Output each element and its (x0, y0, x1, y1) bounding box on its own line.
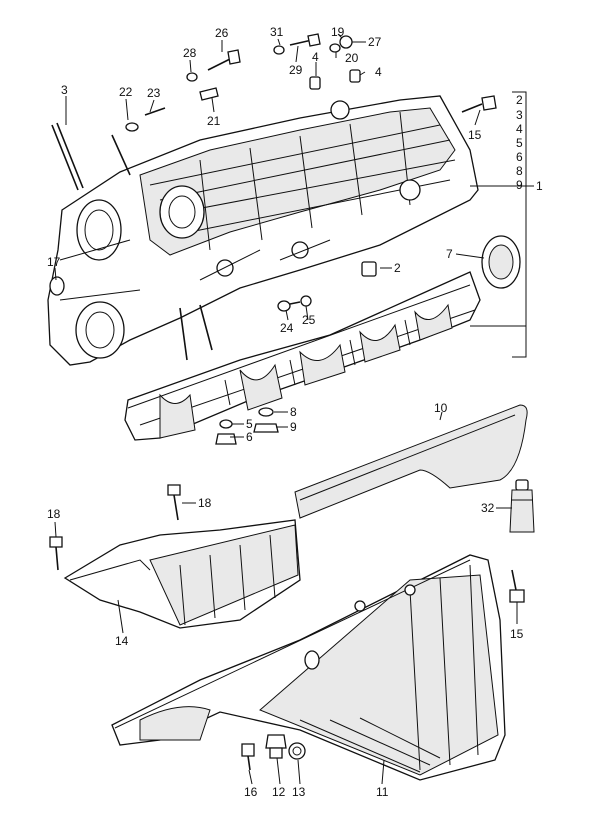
callout-15-lower: 15 (510, 627, 524, 641)
sealant-tube (509, 479, 535, 533)
bracket-item: 4 (516, 122, 523, 136)
leader-lines (54, 33, 518, 785)
callout-20: 20 (345, 51, 359, 65)
oil-pan-baffle (63, 519, 301, 629)
assembly-bracket (470, 91, 534, 358)
callout-21: 21 (207, 114, 221, 128)
callout-17: 17 (47, 255, 61, 269)
callout-13: 13 (292, 785, 306, 799)
pan-gasket (294, 404, 528, 519)
callout-31: 31 (270, 25, 284, 39)
callout-2: 2 (394, 261, 401, 275)
callout-11: 11 (376, 785, 389, 799)
callout-4-right: 4 (375, 65, 382, 79)
callout-8: 8 (290, 405, 297, 419)
callout-1: 1 (536, 179, 543, 193)
callout-3: 3 (61, 83, 68, 97)
callout-18-left: 18 (47, 507, 61, 521)
bracket-item: 9 (516, 178, 523, 192)
callout-7: 7 (446, 247, 453, 261)
callout-32: 32 (481, 501, 495, 515)
bracket-item: 3 (516, 108, 523, 122)
callout-23: 23 (147, 86, 161, 100)
callout-15-upper: 15 (468, 128, 482, 142)
callout-6: 6 (246, 430, 253, 444)
callout-labels: 31 19 27 26 28 20 29 4 4 3 22 23 21 15 1… (47, 25, 543, 799)
bracket-item: 6 (516, 150, 523, 164)
bracket-item: 5 (516, 136, 523, 150)
callout-24: 24 (280, 321, 294, 335)
callout-12: 12 (272, 785, 286, 799)
pan-bolts (49, 484, 181, 571)
callout-22: 22 (119, 85, 133, 99)
bracket-item-list: 2 3 4 5 6 8 9 (516, 93, 523, 192)
top-fasteners (125, 33, 497, 132)
callout-28: 28 (183, 46, 197, 60)
callout-16: 16 (244, 785, 258, 799)
bracket-item: 2 (516, 93, 523, 107)
oil-seal (481, 235, 521, 289)
bearing-bridge (124, 271, 481, 441)
callout-5: 5 (246, 417, 253, 431)
callout-14: 14 (115, 634, 129, 648)
bracket-item: 8 (516, 164, 523, 178)
callout-19: 19 (331, 25, 345, 39)
callout-4-upper: 4 (312, 50, 319, 64)
drain-hardware (241, 569, 525, 771)
callout-10: 10 (434, 401, 448, 415)
callout-29: 29 (289, 63, 303, 77)
callout-25: 25 (302, 313, 316, 327)
callout-26: 26 (215, 26, 229, 40)
callout-9: 9 (290, 420, 297, 434)
crankcase-upper-half (47, 95, 479, 366)
callout-27: 27 (368, 35, 382, 49)
callout-18-upper: 18 (198, 496, 212, 510)
oil-pan (111, 554, 506, 781)
